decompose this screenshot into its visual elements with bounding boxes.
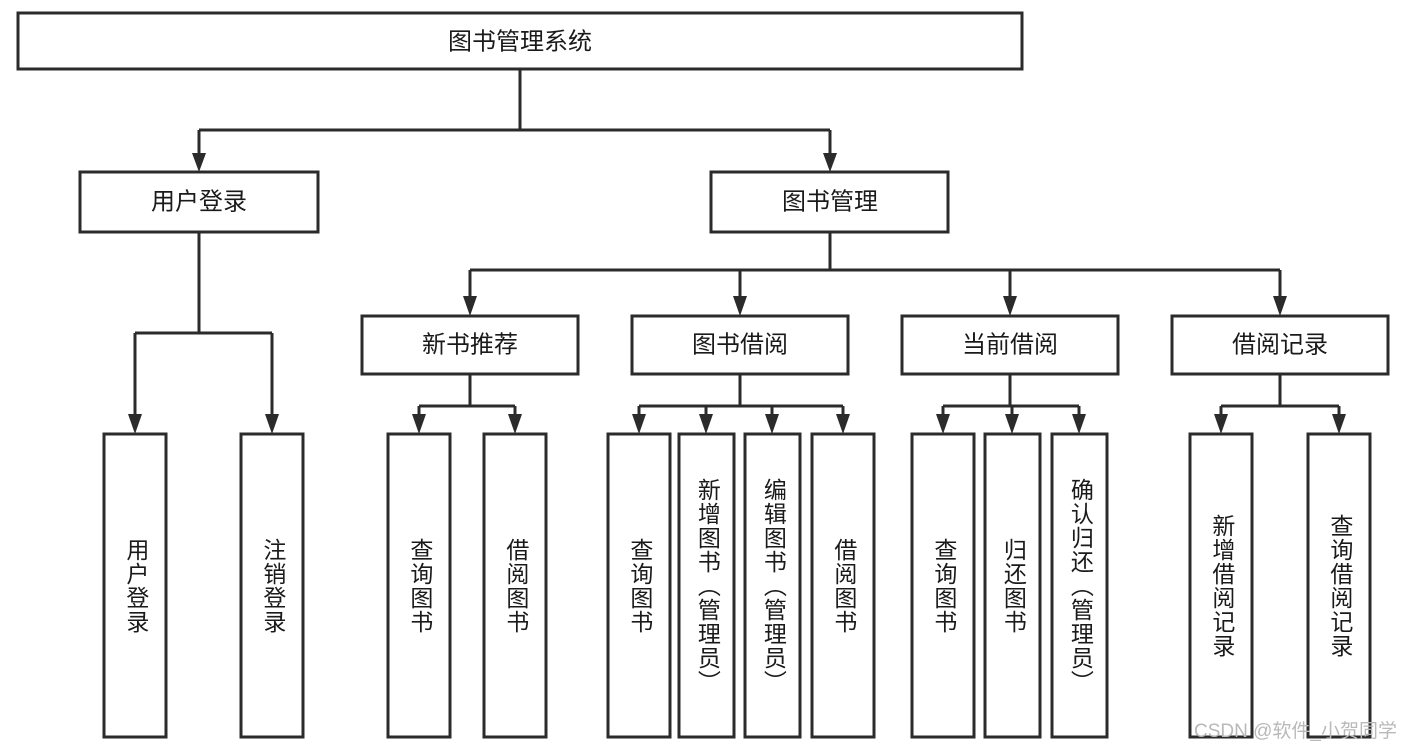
node-leaf-edit-book-admin[interactable] xyxy=(743,432,802,739)
node-leaf-query-book-current[interactable] xyxy=(910,432,976,739)
arrow-bookborrow-leaf-3 xyxy=(765,414,779,434)
arrow-to-book-borrow xyxy=(733,296,747,316)
connector-group-book-mgmt xyxy=(463,232,1287,316)
arrow-newbook-leaf-1 xyxy=(412,414,426,434)
label-new-book-recommend: 新书推荐 xyxy=(422,331,518,358)
node-leaf-logout[interactable] xyxy=(239,432,305,739)
node-book-borrow[interactable] xyxy=(630,314,850,376)
connector-group-newbook-rec xyxy=(412,374,522,434)
arrow-to-borrow-records xyxy=(1273,296,1287,316)
node-leaf-query-book-rec[interactable] xyxy=(386,432,452,739)
arrow-records-leaf-1 xyxy=(1214,414,1228,434)
node-leaf-query-book-borrow[interactable] xyxy=(606,432,672,739)
node-leaf-borrow-book[interactable] xyxy=(810,432,876,739)
arrow-userlogin-leaf-2 xyxy=(265,414,279,434)
arrow-currentborrow-leaf-2 xyxy=(1005,414,1019,434)
node-leaf-confirm-return-admin[interactable] xyxy=(1050,432,1109,739)
connector-group-book-borrow xyxy=(632,374,850,434)
node-leaf-add-borrow-record[interactable] xyxy=(1188,432,1254,739)
node-leaf-add-book-admin[interactable] xyxy=(677,432,736,739)
connector-group-current-borrow xyxy=(936,374,1086,434)
label-user-login: 用户登录 xyxy=(151,188,247,215)
arrow-userlogin-leaf-1 xyxy=(128,414,142,434)
arrow-root-to-user-login xyxy=(192,153,206,172)
arrow-currentborrow-leaf-3 xyxy=(1072,414,1086,434)
arrow-records-leaf-2 xyxy=(1332,414,1346,434)
node-user-login[interactable] xyxy=(78,170,320,234)
node-borrow-records[interactable] xyxy=(1170,314,1390,376)
label-borrow-records: 借阅记录 xyxy=(1232,331,1328,358)
arrow-to-current-borrow xyxy=(1003,296,1017,316)
connector-group-borrow-records xyxy=(1214,374,1346,434)
node-leaf-query-borrow-record[interactable] xyxy=(1306,432,1372,739)
node-root-book-management-system[interactable] xyxy=(16,11,1024,71)
label-book-borrow: 图书借阅 xyxy=(692,331,788,358)
node-current-borrow[interactable] xyxy=(900,314,1120,376)
label-current-borrow: 当前借阅 xyxy=(962,331,1058,358)
node-leaf-return-book[interactable] xyxy=(983,432,1042,739)
arrow-to-newbook-rec xyxy=(463,296,477,316)
arrow-bookborrow-leaf-1 xyxy=(632,414,646,434)
node-new-book-recommend[interactable] xyxy=(360,314,580,376)
csdn-watermark: CSDN @软件_小贺同学 xyxy=(1194,721,1397,742)
node-leaf-borrow-book-rec[interactable] xyxy=(482,432,548,739)
arrow-newbook-leaf-2 xyxy=(508,414,522,434)
connector-group-user-login xyxy=(128,232,279,434)
arrow-bookborrow-leaf-4 xyxy=(836,414,850,434)
node-book-management[interactable] xyxy=(709,170,950,234)
node-leaf-user-login[interactable] xyxy=(102,432,168,739)
arrow-currentborrow-leaf-1 xyxy=(936,414,950,434)
arrow-bookborrow-leaf-2 xyxy=(699,414,713,434)
label-book-management: 图书管理 xyxy=(782,188,878,215)
arrow-root-to-book-mgmt xyxy=(823,153,837,172)
connector-group-root xyxy=(192,69,837,172)
label-root-book-management-system: 图书管理系统 xyxy=(448,28,592,55)
